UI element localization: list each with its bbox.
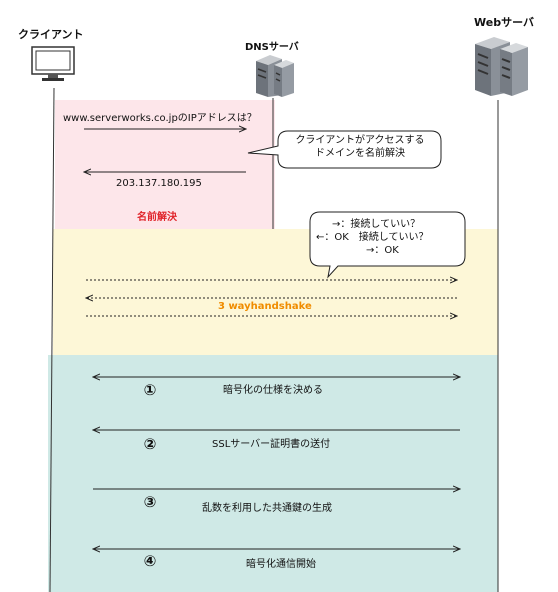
step-label: 暗号化通信開始 xyxy=(246,559,316,570)
handshake-callout-bubble xyxy=(309,211,466,279)
client-title: クライアント xyxy=(18,28,84,41)
tls-phase-zone xyxy=(48,355,498,592)
handshake-callout-line: ←：OK 接続していい？ xyxy=(316,232,429,243)
server-icon xyxy=(475,37,528,96)
client-lifeline xyxy=(49,87,55,592)
step-number: ② xyxy=(143,435,157,453)
step-number: ④ xyxy=(143,552,157,570)
step-label: 乱数を利用した共通鍵の生成 xyxy=(202,503,332,514)
dns-server-title: DNSサーバ xyxy=(245,42,299,53)
handshake-phase-title: 3 wayhandshake xyxy=(218,301,312,312)
step-number: ① xyxy=(143,381,157,399)
handshake-callout-line: →：OK xyxy=(366,245,399,256)
handshake-callout-line: →：接続していい？ xyxy=(332,219,421,230)
web-server-title: Webサーバ xyxy=(474,16,534,29)
server-icon xyxy=(256,55,294,97)
step-number: ③ xyxy=(143,493,157,511)
dns-callout-bubble xyxy=(247,130,442,169)
step-label: 暗号化の仕様を決める xyxy=(223,385,323,396)
dns-callout-text: クライアントがアクセスする ドメインを名前解決 xyxy=(280,134,440,160)
dns-callout-line: クライアントがアクセスする xyxy=(295,135,425,146)
monitor-icon xyxy=(31,46,75,81)
dns-query-label: www.serverworks.co.jpのIPアドレスは？ xyxy=(63,113,257,124)
handshake-callout-text: →：接続していい？ ←：OK 接続していい？ →：OK xyxy=(312,218,467,257)
dns-phase-zone xyxy=(55,100,275,229)
step-label: SSLサーバー証明書の送付 xyxy=(212,439,331,450)
dns-callout-line: ドメインを名前解決 xyxy=(315,148,405,159)
dns-answer-label: 203.137.180.195 xyxy=(116,178,202,189)
dns-phase-title: 名前解決 xyxy=(137,212,177,223)
